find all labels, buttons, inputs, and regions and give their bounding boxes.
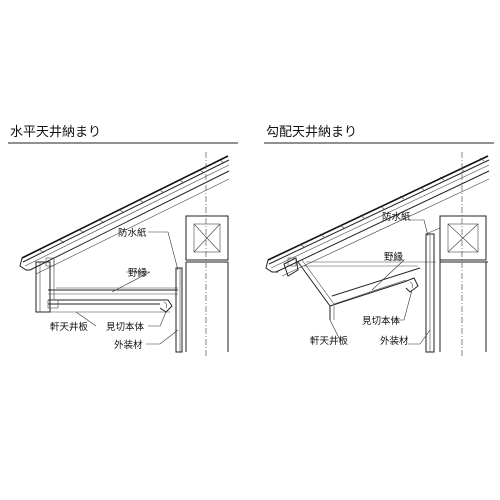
right-trim-body (403, 277, 419, 293)
left-label-eave-ceiling-board: 軒天井板 (50, 321, 89, 333)
left-detail-drawing: 防水紙 野縁 軒天井板 見切本体 外装材 (19, 152, 230, 356)
right-label-furring: 野縁 (384, 251, 404, 263)
right-roof-layers (265, 155, 490, 277)
left-trim-body (158, 299, 173, 313)
right-label-waterproof-paper: 防水紙 (382, 211, 411, 223)
left-roof-layers (19, 155, 230, 275)
left-wall (175, 152, 229, 356)
left-label-waterproof-paper: 防水紙 (118, 227, 147, 239)
right-ceiling (297, 259, 436, 320)
right-wall (425, 152, 488, 356)
right-leader-lines (329, 219, 431, 345)
right-label-eave-ceiling-board: 軒天井板 (310, 335, 349, 347)
left-ceiling (47, 260, 178, 313)
left-panel-title: 水平天井納まり (10, 125, 101, 140)
left-label-furring: 野縁 (128, 267, 148, 279)
left-leader-lines (75, 231, 179, 345)
right-label-exterior-material: 外装材 (380, 335, 409, 347)
left-label-exterior-material: 外装材 (114, 339, 143, 351)
right-label-trim-body: 見切本体 (362, 315, 401, 327)
right-fascia (283, 257, 299, 277)
right-detail-drawing: 防水紙 野縁 見切本体 軒天井板 外装材 (265, 152, 490, 356)
right-panel-title: 勾配天井納まり (266, 125, 357, 140)
left-label-trim-body: 見切本体 (106, 321, 145, 333)
